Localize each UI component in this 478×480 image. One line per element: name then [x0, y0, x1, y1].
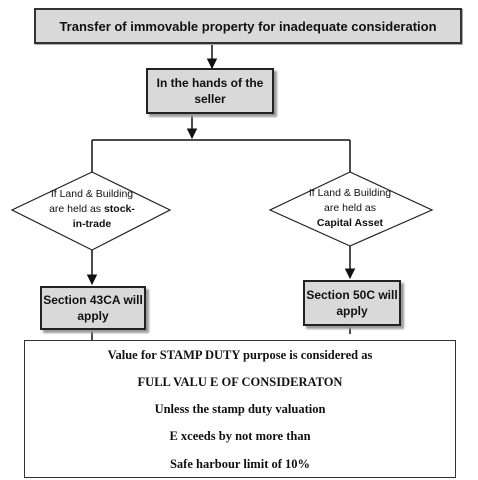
left-decision-line2-prefix: are held as [49, 203, 104, 215]
right-result-box: Section 50C will apply [303, 280, 401, 326]
note-line1: Value for STAMP DUTY purpose is consider… [107, 348, 373, 362]
right-decision-text: If Land & Building are held as Capital A… [290, 186, 410, 231]
left-decision-line3-bold: in-trade [72, 218, 112, 230]
seller-box: In the hands of the seller [146, 68, 274, 114]
right-decision-line3-bold: Capital Asset [316, 217, 384, 229]
note-line2: FULL VALU E OF CONSIDERATON [137, 375, 343, 389]
left-decision-line1: If Land & Building [50, 188, 134, 200]
note-line5: Safe harbour limit of 10% [169, 457, 311, 471]
title-box-label: Transfer of immovable property for inade… [59, 18, 437, 34]
left-decision-text: If Land & Building are held as stock- in… [32, 187, 152, 232]
right-result-label: Section 50C will apply [306, 288, 398, 318]
left-result-box: Section 43CA will apply [40, 286, 146, 330]
left-decision-line2-bold: stock- [103, 203, 135, 215]
right-decision-line2: are held as [324, 202, 376, 214]
title-box: Transfer of immovable property for inade… [34, 8, 462, 44]
right-decision-line1: If Land & Building [308, 187, 392, 199]
note-line4: E xceeds by not more than [169, 429, 311, 443]
stamp-duty-note: Value for STAMP DUTY purpose is consider… [24, 340, 456, 478]
seller-box-label: In the hands of the seller [156, 76, 264, 106]
note-line3: Unless the stamp duty valuation [154, 402, 326, 416]
left-result-label: Section 43CA will apply [43, 293, 143, 323]
